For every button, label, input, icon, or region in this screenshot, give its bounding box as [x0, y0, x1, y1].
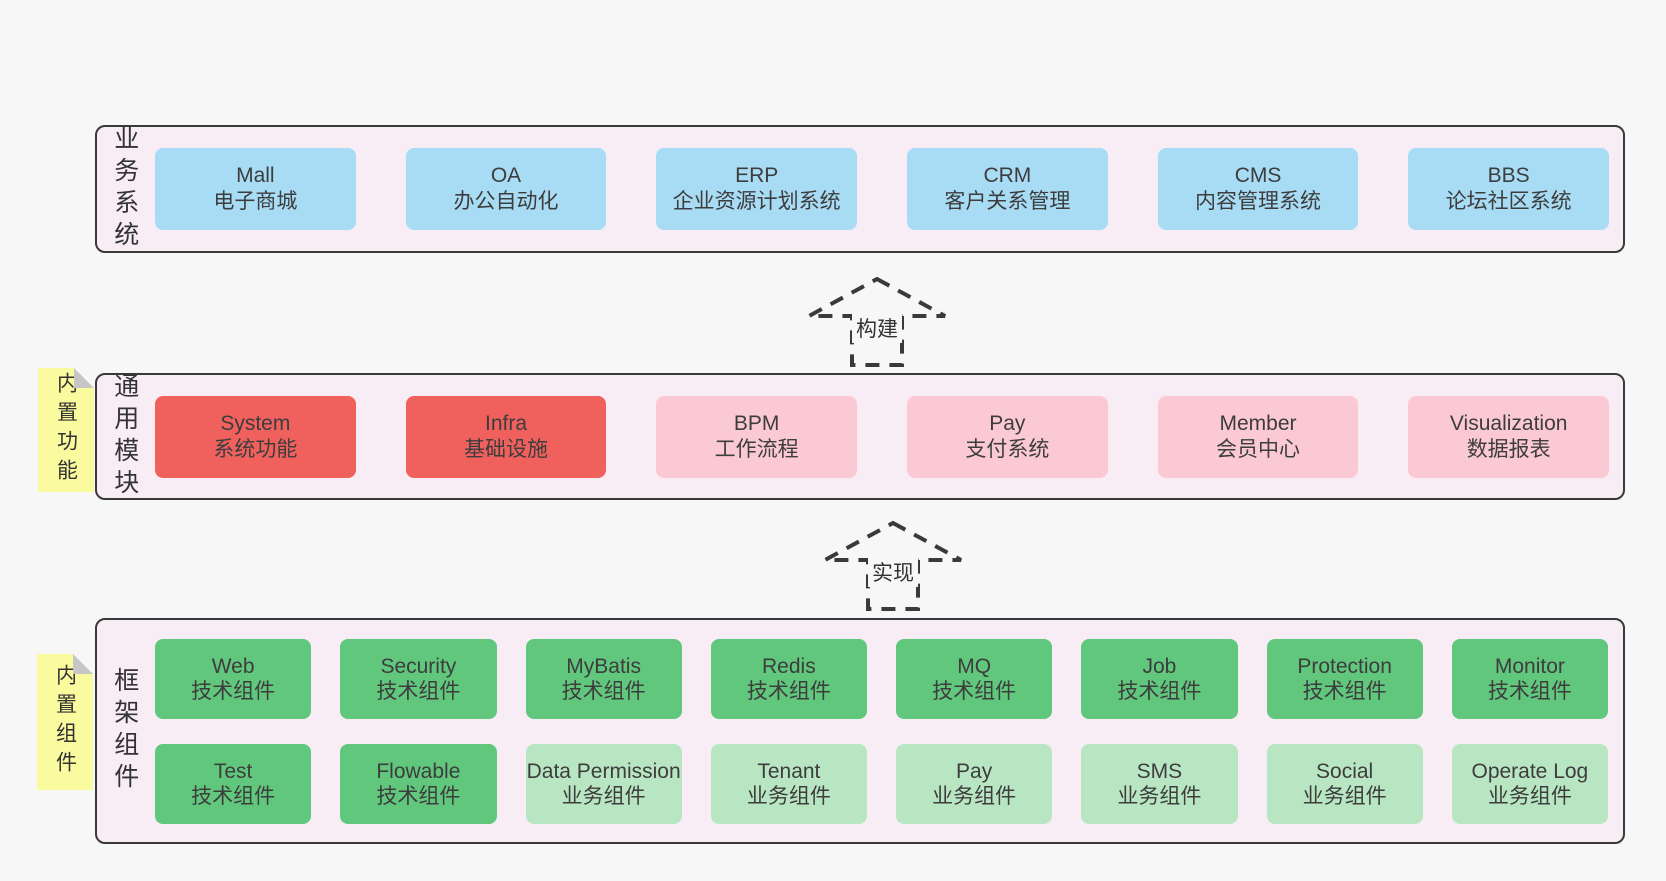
box-oa: OA 办公自动化 — [405, 148, 607, 230]
sticky-note-builtin-components: 内置组件 — [37, 654, 93, 790]
box-redis: Redis 技术组件 — [710, 638, 867, 719]
box-flowable: Flowable 技术组件 — [340, 743, 497, 824]
arrow-label: 实现 — [868, 557, 918, 587]
band-label: 通用模块 — [110, 372, 139, 501]
band-framework-components: 框架组件 Web 技术组件 Security 技术组件 MyBatis 技术组件… — [95, 618, 1625, 844]
box-infra: Infra 基础设施 — [405, 395, 607, 478]
box-bpm: BPM 工作流程 — [656, 395, 858, 478]
box-protection: Protection 技术组件 — [1266, 638, 1423, 719]
box-web: Web 技术组件 — [155, 638, 312, 719]
band-boxes: Mall 电子商城 OA 办公自动化 ERP 企业资源计划系统 CRM 客户关系… — [155, 148, 1610, 230]
band-label: 框架组件 — [110, 667, 139, 795]
box-erp: ERP 企业资源计划系统 — [656, 148, 858, 230]
box-member: Member 会员中心 — [1157, 395, 1359, 478]
framework-row-technical: Web 技术组件 Security 技术组件 MyBatis 技术组件 Redi… — [155, 638, 1608, 719]
box-sms: SMS 业务组件 — [1081, 743, 1238, 824]
box-visualization: Visualization 数据报表 — [1408, 395, 1610, 478]
box-pay-business: Pay 业务组件 — [896, 743, 1053, 824]
box-security: Security 技术组件 — [340, 638, 497, 719]
box-operate-log: Operate Log 业务组件 — [1451, 743, 1608, 824]
box-cms: CMS 内容管理系统 — [1157, 148, 1359, 230]
band-label: 业务系统 — [110, 125, 139, 253]
box-system: System 系统功能 — [155, 395, 356, 478]
implement-arrow: 实现 — [823, 520, 963, 612]
box-tenant: Tenant 业务组件 — [710, 743, 867, 824]
band-common-modules: 通用模块 System 系统功能 Infra 基础设施 BPM 工作流程 Pay… — [95, 372, 1625, 501]
band-boxes: System 系统功能 Infra 基础设施 BPM 工作流程 Pay 支付系统… — [155, 395, 1610, 478]
sticky-note-builtin-features: 内置功能 — [38, 368, 94, 492]
arrow-label: 构建 — [852, 313, 902, 343]
sticky-note-label: 内置组件 — [53, 664, 77, 780]
up-arrow-icon — [808, 276, 946, 367]
box-mq: MQ 技术组件 — [896, 638, 1053, 719]
framework-row-business: Test 技术组件 Flowable 技术组件 Data Permission … — [155, 743, 1608, 824]
box-pay: Pay 支付系统 — [907, 395, 1108, 478]
up-arrow-icon — [824, 520, 962, 611]
box-test: Test 技术组件 — [155, 743, 312, 824]
box-monitor: Monitor 技术组件 — [1451, 638, 1608, 719]
build-arrow: 构建 — [807, 276, 947, 368]
sticky-note-label: 内置功能 — [54, 372, 78, 488]
box-mall: Mall 电子商城 — [155, 148, 356, 230]
box-social: Social 业务组件 — [1266, 743, 1423, 824]
box-mybatis: MyBatis 技术组件 — [525, 638, 682, 719]
box-bbs: BBS 论坛社区系统 — [1408, 148, 1610, 230]
box-job: Job 技术组件 — [1081, 638, 1238, 719]
box-data-permission: Data Permission 业务组件 — [525, 743, 682, 824]
box-crm: CRM 客户关系管理 — [907, 148, 1108, 230]
band-business-systems: 业务系统 Mall 电子商城 OA 办公自动化 ERP 企业资源计划系统 CRM… — [95, 125, 1625, 253]
band-rows: Web 技术组件 Security 技术组件 MyBatis 技术组件 Redi… — [155, 638, 1608, 824]
